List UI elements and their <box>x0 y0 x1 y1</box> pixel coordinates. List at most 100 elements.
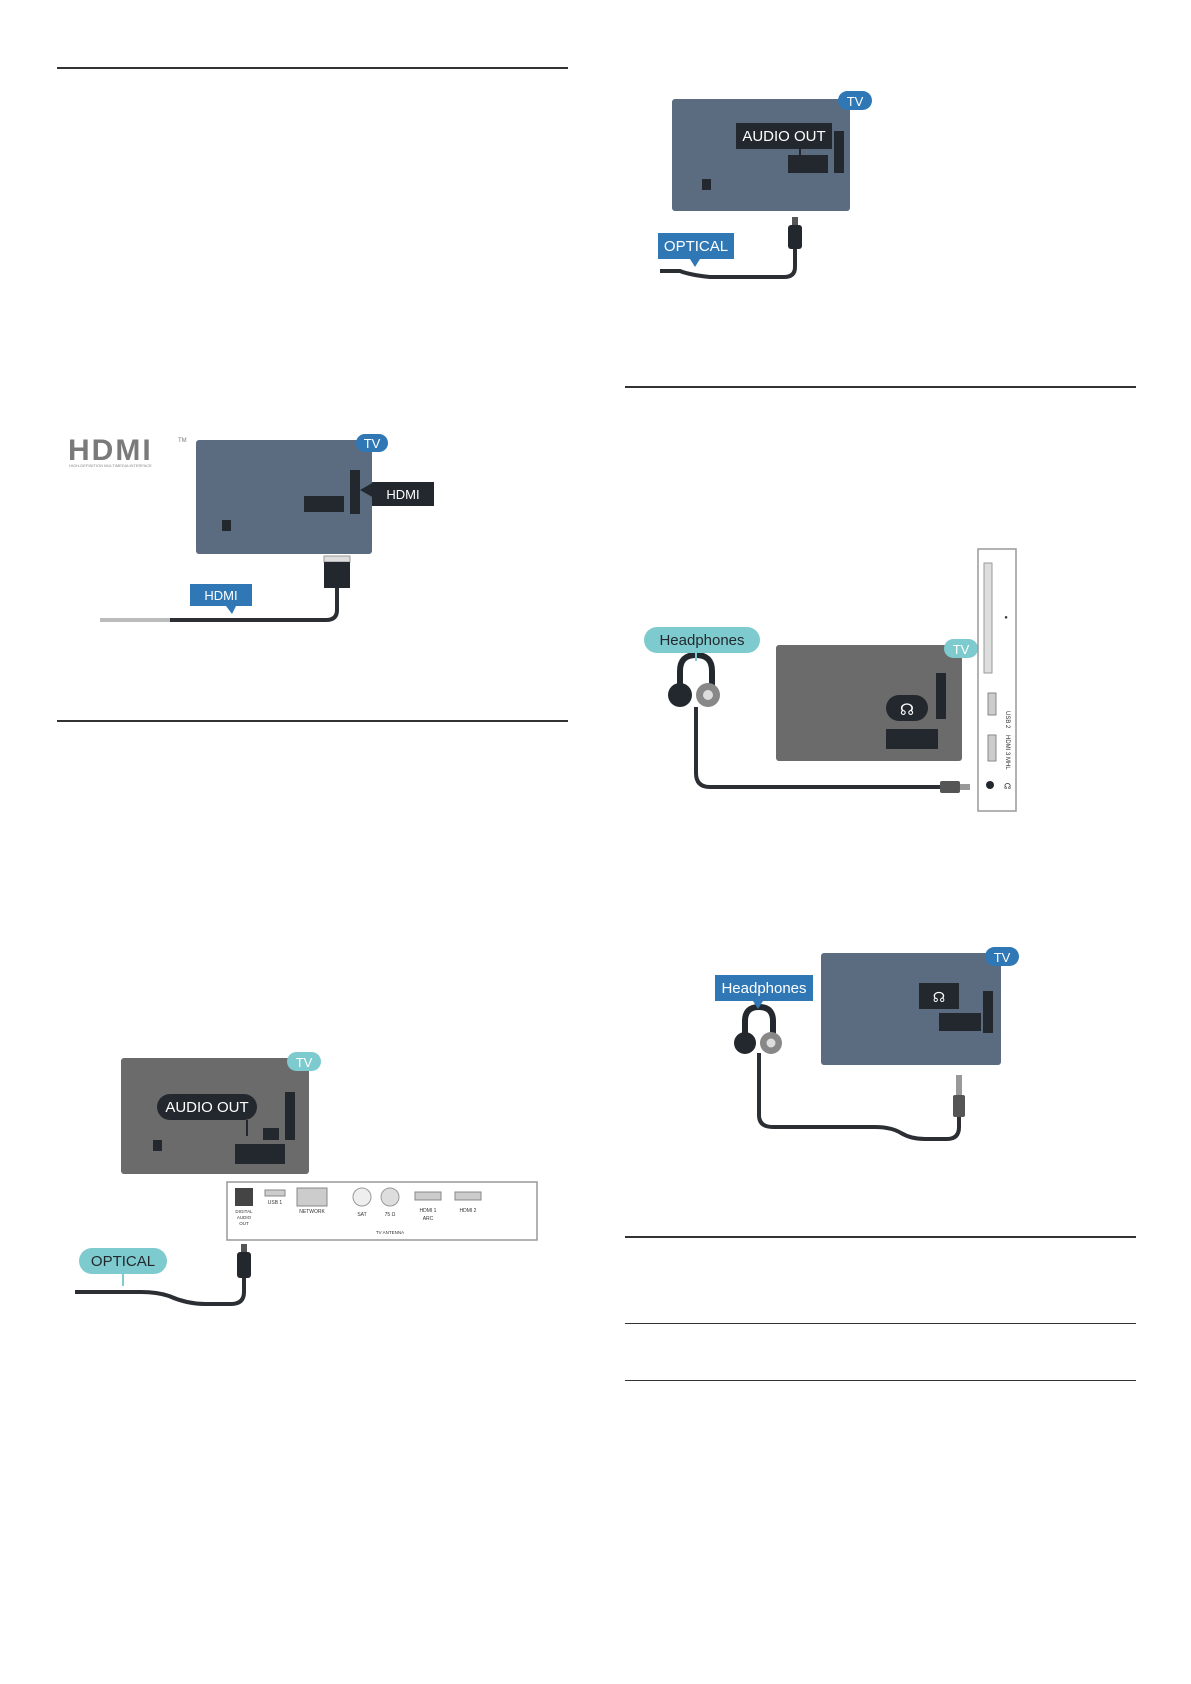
side-usb-port <box>987 692 997 716</box>
panel-usb-label: USB 1 <box>268 1200 283 1206</box>
side-hdmi-label: HDMI 3 MHL <box>1004 735 1010 770</box>
headphone-cable <box>694 707 940 789</box>
optical-cable <box>75 1278 246 1306</box>
hdmi-logo-tm: TM <box>178 438 187 444</box>
tv-port-wide <box>939 1013 981 1031</box>
panel-hdmi1-label: HDMI 1 <box>420 1208 437 1214</box>
cable-label-box <box>79 1248 167 1274</box>
tv-badge-text: TV <box>953 642 970 657</box>
hdmi-cable <box>170 588 339 622</box>
sat-port <box>352 1187 372 1207</box>
optical-plug-tip <box>241 1244 247 1254</box>
side-headphone-symbol-icon: ☊ <box>1004 782 1011 791</box>
tv-port-tall <box>285 1092 295 1140</box>
headphone-glyph-icon: ☊ <box>933 989 945 1005</box>
usb-port <box>264 1189 286 1197</box>
headphones-simple-figure: ☊ TV Headphones <box>715 947 1019 1141</box>
panel-hdmi2-label: HDMI 2 <box>460 1208 477 1214</box>
optical-simple-figure: TV AUDIO OUT OPTICAL <box>658 91 872 279</box>
tv-port-tall <box>983 991 993 1033</box>
port-label-pointer <box>360 482 374 498</box>
connector-panel: DIGITAL AUDIO OUT USB 1 NETWORK SAT 75 Ω… <box>226 1181 538 1241</box>
section-rule-left-top <box>57 67 568 69</box>
headphone-jack-label: ☊ <box>919 983 959 1009</box>
side-headphone-jack <box>986 781 994 789</box>
port-label-text: AUDIO OUT <box>742 128 825 145</box>
side-hdmi-port <box>987 734 997 762</box>
section-rule-right-bottom-3 <box>625 1380 1136 1381</box>
hdmi-connection-figure: HDMI TM HIGH-DEFINITION MULTIMEDIA INTER… <box>68 434 434 622</box>
tv-badge: TV <box>356 434 388 452</box>
section-rule-right-bottom-2 <box>625 1323 1136 1324</box>
tv-port-slot <box>304 496 344 512</box>
panel-antenna-label: TV ANTENNA <box>376 1230 404 1235</box>
cable-label-text: OPTICAL <box>664 238 728 255</box>
tv-badge: TV <box>985 947 1019 966</box>
panel-digital-label-2: AUDIO <box>237 1215 252 1220</box>
headphone-jack-label: ☊ <box>886 695 928 721</box>
headphones-icon <box>668 651 720 707</box>
antenna-port <box>380 1187 400 1207</box>
cable-label-box <box>644 627 760 653</box>
section-rule-right-bottom-1 <box>625 1236 1136 1238</box>
tv-port-wide <box>788 155 828 173</box>
panel-digital-label-3: OUT <box>239 1221 249 1226</box>
tv-body <box>821 953 1001 1065</box>
port-label-box <box>157 1094 257 1120</box>
cable-label-pointer <box>226 606 236 614</box>
cable-label-box <box>658 233 734 259</box>
cable-label-box <box>715 975 813 1001</box>
optical-plug <box>788 225 802 249</box>
panel-hdmi1-arc-label: ARC <box>423 1216 434 1222</box>
cable-label-pointer <box>753 1001 763 1009</box>
tv-port-tall <box>936 673 946 719</box>
side-panel: ● USB 2 HDMI 3 MHL ☊ <box>977 548 1017 812</box>
side-symbol: ● <box>1004 615 1008 621</box>
optical-plug-tip <box>792 217 798 227</box>
cable-label-box <box>190 584 252 606</box>
port-label-text: HDMI <box>386 487 419 502</box>
hdmi-logo-tagline: HIGH-DEFINITION MULTIMEDIA INTERFACE <box>69 463 152 468</box>
cable-label-text: Headphones <box>721 980 806 997</box>
tv-port-wide <box>886 729 938 749</box>
optical-plug <box>237 1252 251 1278</box>
cable-label-text: OPTICAL <box>91 1253 155 1270</box>
headphone-plug-tip <box>960 784 970 790</box>
hdmi-logo: HDMI TM HIGH-DEFINITION MULTIMEDIA INTER… <box>68 434 187 468</box>
panel-network-label: NETWORK <box>299 1209 325 1215</box>
section-rule-right-top <box>625 386 1136 388</box>
tv-port-tall <box>834 131 844 173</box>
tv-body <box>196 440 372 554</box>
tv-badge: TV <box>944 639 978 658</box>
cable-label-text: HDMI <box>204 588 237 603</box>
tv-badge-text: TV <box>296 1055 313 1070</box>
hdmi-logo-text: HDMI <box>68 434 153 467</box>
network-port <box>296 1187 328 1207</box>
headphone-cable <box>757 1053 961 1141</box>
headphone-glyph-icon: ☊ <box>900 702 914 719</box>
tv-badge: TV <box>838 91 872 110</box>
optical-panel-figure: TV AUDIO OUT DIGITAL AUDIO OUT USB 1 NET… <box>75 1052 538 1306</box>
headphone-plug-tip <box>956 1075 962 1095</box>
optical-cable <box>660 249 797 279</box>
panel-digital-label-1: DIGITAL <box>235 1209 253 1214</box>
hdmi1-port <box>414 1191 442 1201</box>
tv-badge-text: TV <box>847 94 864 109</box>
hdmi-plug <box>324 562 350 588</box>
headphones-icon <box>734 1003 782 1054</box>
panel-ohm-label: 75 Ω <box>385 1212 396 1218</box>
section-rule-left-middle <box>57 720 568 722</box>
side-usb-label: USB 2 <box>1004 711 1010 729</box>
tv-small-square <box>222 520 231 531</box>
headphone-plug <box>953 1095 965 1117</box>
cable-label-pointer <box>690 259 700 267</box>
digital-audio-out-port <box>235 1188 253 1206</box>
tv-port-wide <box>235 1144 285 1164</box>
tv-port-tall <box>350 470 360 514</box>
tv-badge: TV <box>287 1052 321 1071</box>
panel-sat-label: SAT <box>357 1212 366 1218</box>
tv-port-small <box>263 1128 279 1140</box>
hdmi-plug-tip <box>323 555 351 563</box>
side-slot <box>983 562 993 674</box>
headphones-side-figure: ☊ TV ● USB 2 HDMI 3 MHL ☊ Headphones <box>644 548 1017 812</box>
